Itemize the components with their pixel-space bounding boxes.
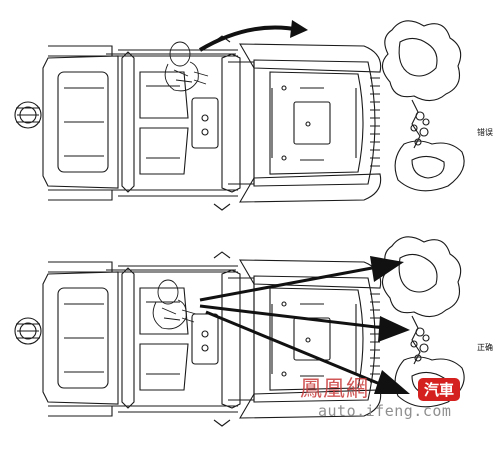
tree-cluster-top (381, 20, 465, 192)
arrow-right-2-head (378, 316, 410, 342)
driver-figure-right (152, 279, 197, 330)
arrow-right-3 (205, 310, 381, 386)
arrow-right-3-head (374, 370, 410, 394)
label-wrong: 错误 (477, 128, 493, 137)
arrow-right-1 (199, 266, 373, 302)
arrow-right-1-head (370, 256, 404, 282)
label-right: 正确 (477, 343, 493, 352)
arrow-right-2 (199, 304, 385, 330)
watermark-url: auto.ifeng.com (318, 402, 452, 420)
jeep-top-wrong (14, 35, 382, 211)
watermark-badge: 汽車 (418, 378, 461, 401)
arrow-wrong (198, 25, 301, 52)
arrow-wrong-head (290, 20, 308, 38)
watermark-site-name: 鳳凰網 (300, 377, 370, 402)
